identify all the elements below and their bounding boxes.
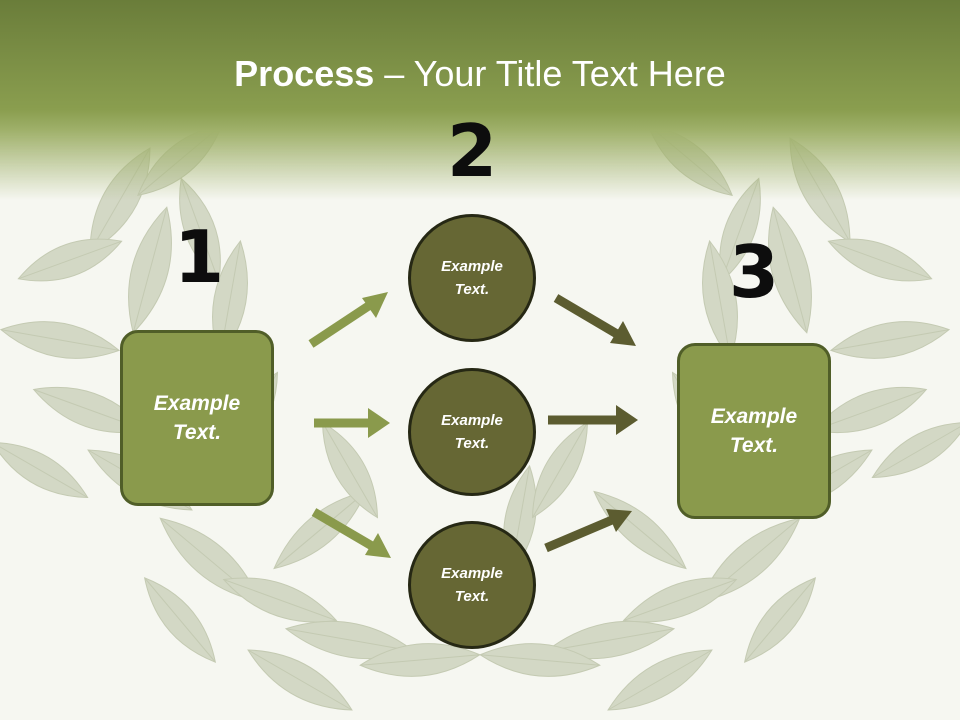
arrow-bottom-to-3 xyxy=(544,509,632,553)
leaf-shape xyxy=(827,238,933,282)
leaf-shape xyxy=(479,643,601,677)
arrow-1-to-middle xyxy=(314,408,390,438)
step-2-circle-middle: Example Text. xyxy=(408,368,536,496)
arrow-middle-to-3 xyxy=(548,405,638,435)
step-1-text: Example Text. xyxy=(153,392,241,444)
title-rest: – Your Title Text Here xyxy=(374,53,726,94)
arrow-1-to-bottom xyxy=(311,508,391,558)
step-3-text: Example Text. xyxy=(710,405,798,457)
leaf-shape xyxy=(622,577,738,623)
step-1-box: Example Text. xyxy=(120,330,274,506)
title-banner xyxy=(0,0,960,200)
leaf-shape xyxy=(812,386,928,434)
leaf-shape xyxy=(0,321,121,359)
leaf-shape xyxy=(607,649,713,711)
leaf-shape xyxy=(17,238,123,282)
leaf-shape xyxy=(768,206,812,334)
leaf-shape xyxy=(321,421,379,519)
leaf-shape xyxy=(247,649,353,711)
slide-title: Process – Your Title Text Here xyxy=(0,52,960,96)
leaf-shape xyxy=(871,421,960,479)
step-number-2: 2 xyxy=(446,109,498,193)
arrow-1-to-top xyxy=(308,292,388,348)
circle-middle-text: Example Text. xyxy=(441,412,503,452)
circle-bottom-text: Example Text. xyxy=(441,565,503,605)
leaf-shape xyxy=(743,577,817,663)
arrow-top-to-3 xyxy=(553,294,636,346)
step-3-box: Example Text. xyxy=(677,343,831,519)
circle-top-text: Example Text. xyxy=(441,258,503,298)
step-number-3: 3 xyxy=(728,230,780,314)
leaf-shape xyxy=(143,577,217,663)
leaf-shape xyxy=(222,577,338,623)
step-2-circle-top: Example Text. xyxy=(408,214,536,342)
step-number-1: 1 xyxy=(173,215,225,299)
leaf-shape xyxy=(0,441,89,499)
leaf-shape xyxy=(128,206,172,334)
title-bold: Process xyxy=(234,53,375,94)
step-2-circle-bottom: Example Text. xyxy=(408,521,536,649)
leaf-shape xyxy=(829,321,951,359)
